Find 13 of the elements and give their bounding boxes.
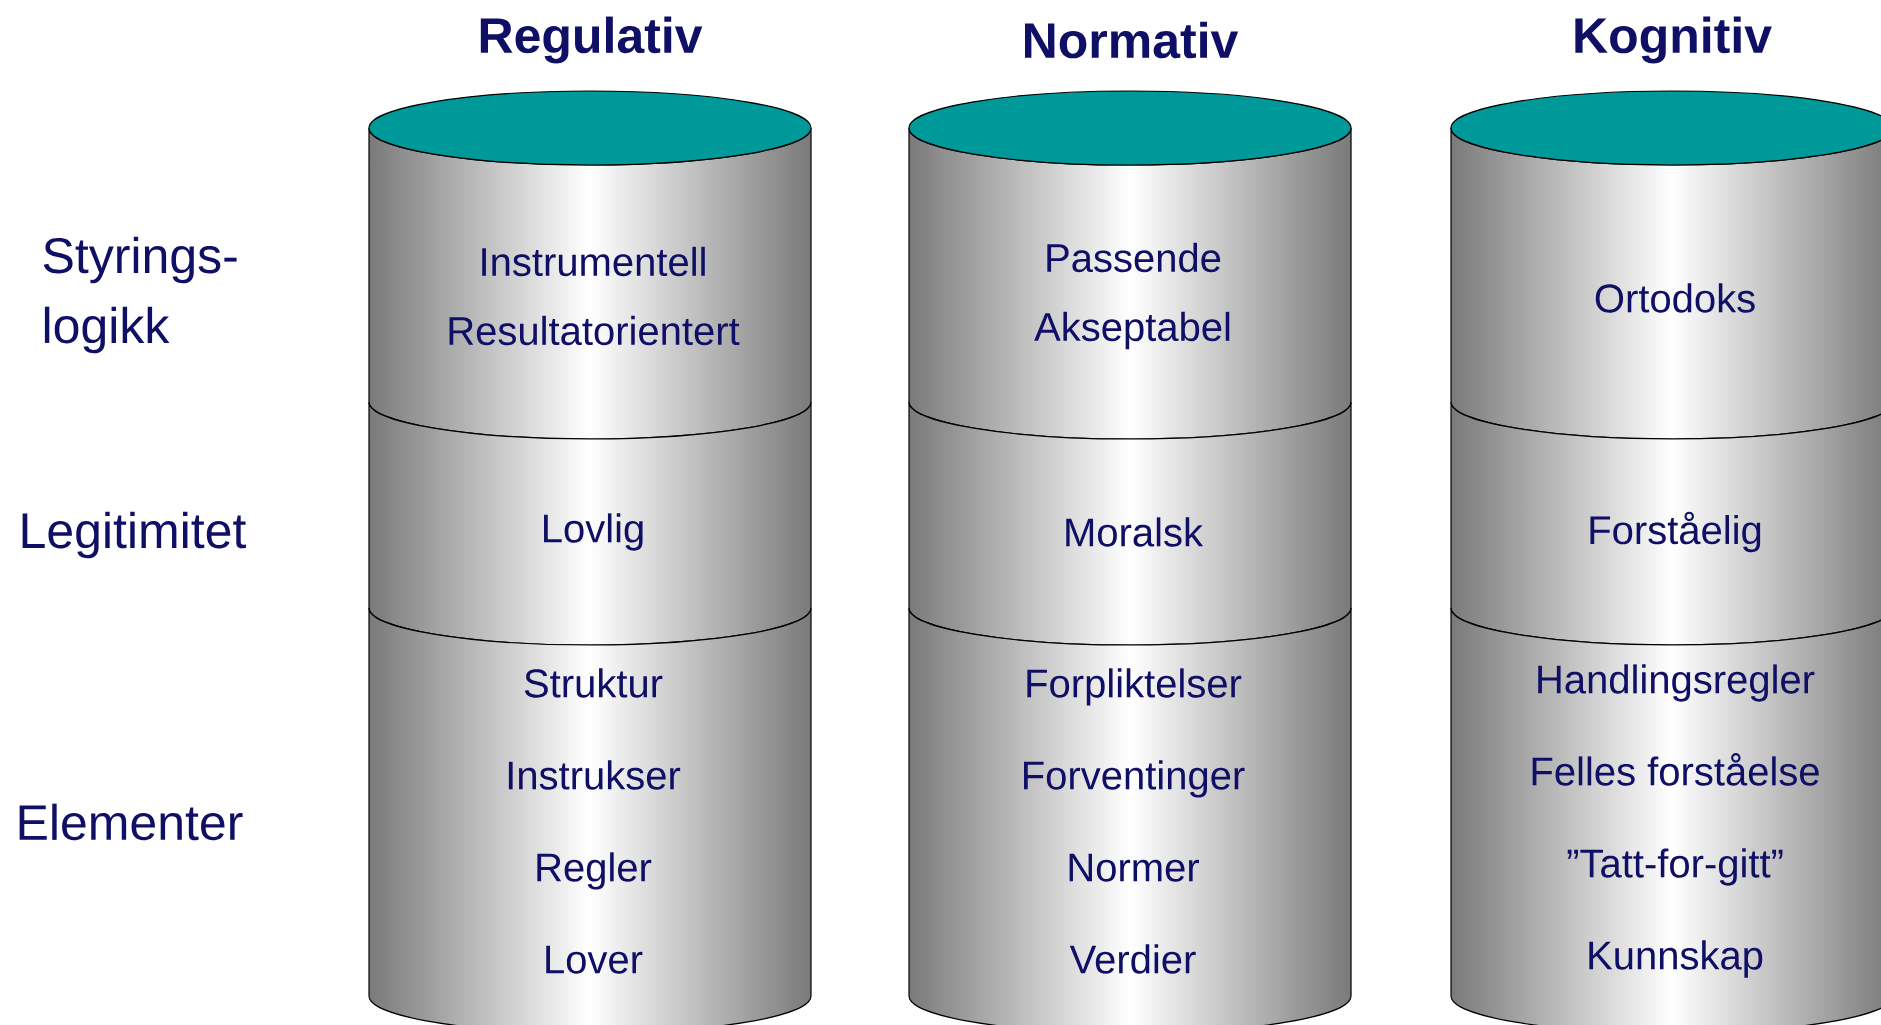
column-heading: Regulativ (480, 16, 703, 64)
cylinder-section: Ortodoks (1450, 90, 1881, 440)
cylinder-section: Forpliktelser Forventinger Normer Verdier (908, 607, 1352, 1025)
cylinder-section: Passende Akseptabel (908, 90, 1352, 440)
row-label: Styrings- logikk (43, 236, 237, 354)
cylinder-section: Instrumentell Resultatorientert (368, 90, 812, 440)
row-label: Legitimitet (22, 511, 246, 559)
cylinder-section: Handlingsregler Felles forståelse ”Tatt-for-gitt” Kunnskap (1450, 607, 1881, 1025)
cylinder-section: Forståelig (1450, 401, 1881, 646)
row-label: Elementer (19, 803, 243, 841)
cylinder-section: Struktur Instrukser Regler Lover (368, 607, 812, 1025)
column-heading: Normativ (1025, 21, 1239, 59)
column-heading: Kognitiv (1575, 16, 1772, 64)
